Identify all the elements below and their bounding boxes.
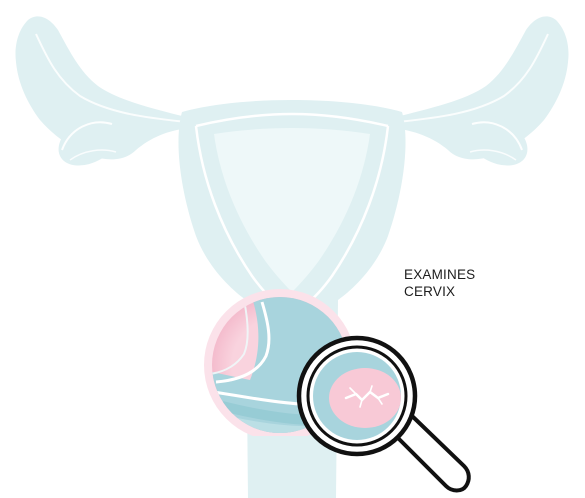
label-line-1: EXAMINES — [404, 266, 475, 283]
examines-cervix-label: EXAMINES CERVIX — [404, 266, 475, 300]
label-line-2: CERVIX — [404, 283, 475, 300]
vagina — [250, 436, 330, 498]
